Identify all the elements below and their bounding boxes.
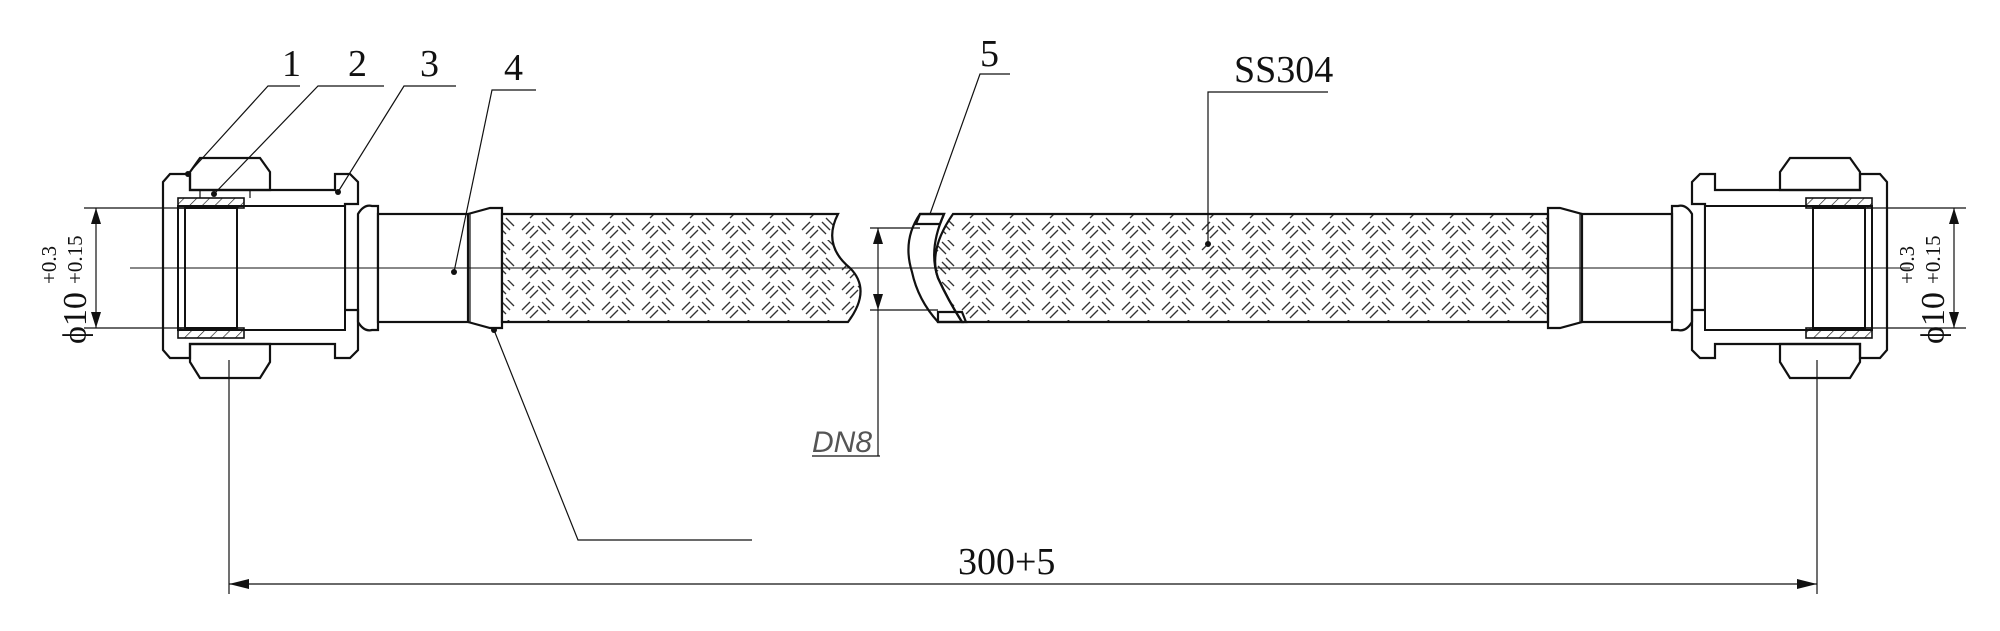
left-diameter-text: ϕ10 +0.3 +0.15 <box>37 235 94 344</box>
right-compression-nut-bottom <box>1778 342 1862 380</box>
right-diameter-dimension <box>1864 207 1966 329</box>
left-compression-nut-top <box>188 156 272 192</box>
svg-text:ϕ10: ϕ10 <box>57 292 94 344</box>
label-part-3: 3 <box>420 43 439 85</box>
leader-dots <box>185 171 1211 333</box>
left-diameter-dimension <box>84 207 186 329</box>
label-part-1: 1 <box>282 43 301 85</box>
label-part-4: 4 <box>504 47 523 89</box>
label-part-2: 2 <box>348 43 367 85</box>
right-diameter-text: ϕ10 +0.3 +0.15 <box>1895 235 1952 344</box>
right-compression-nut-top <box>1778 156 1862 192</box>
left-diameter-tol-upper: +0.3 <box>37 246 61 284</box>
right-diameter-symbol: ϕ <box>1915 326 1952 344</box>
dn8-dimension <box>812 227 938 457</box>
label-nominal-size: DN8 <box>812 426 872 459</box>
right-diameter-tol-lower: +0.15 <box>1921 235 1945 284</box>
left-diameter-tol-lower: +0.15 <box>63 235 87 284</box>
left-neck <box>356 204 380 332</box>
leader-lines <box>187 73 1328 541</box>
left-diameter-value: 10 <box>57 292 94 326</box>
svg-text:ϕ10: ϕ10 <box>1915 292 1952 344</box>
overall-length-dimension <box>228 360 1818 594</box>
label-material: SS304 <box>1234 49 1333 91</box>
label-part-5: 5 <box>980 33 999 75</box>
left-compression-nut-bottom <box>188 342 272 380</box>
right-diameter-value: 10 <box>1915 292 1952 326</box>
label-overall-length: 300+5 <box>958 541 1055 583</box>
left-diameter-symbol: ϕ <box>57 326 94 344</box>
right-diameter-tol-upper: +0.3 <box>1895 246 1919 284</box>
